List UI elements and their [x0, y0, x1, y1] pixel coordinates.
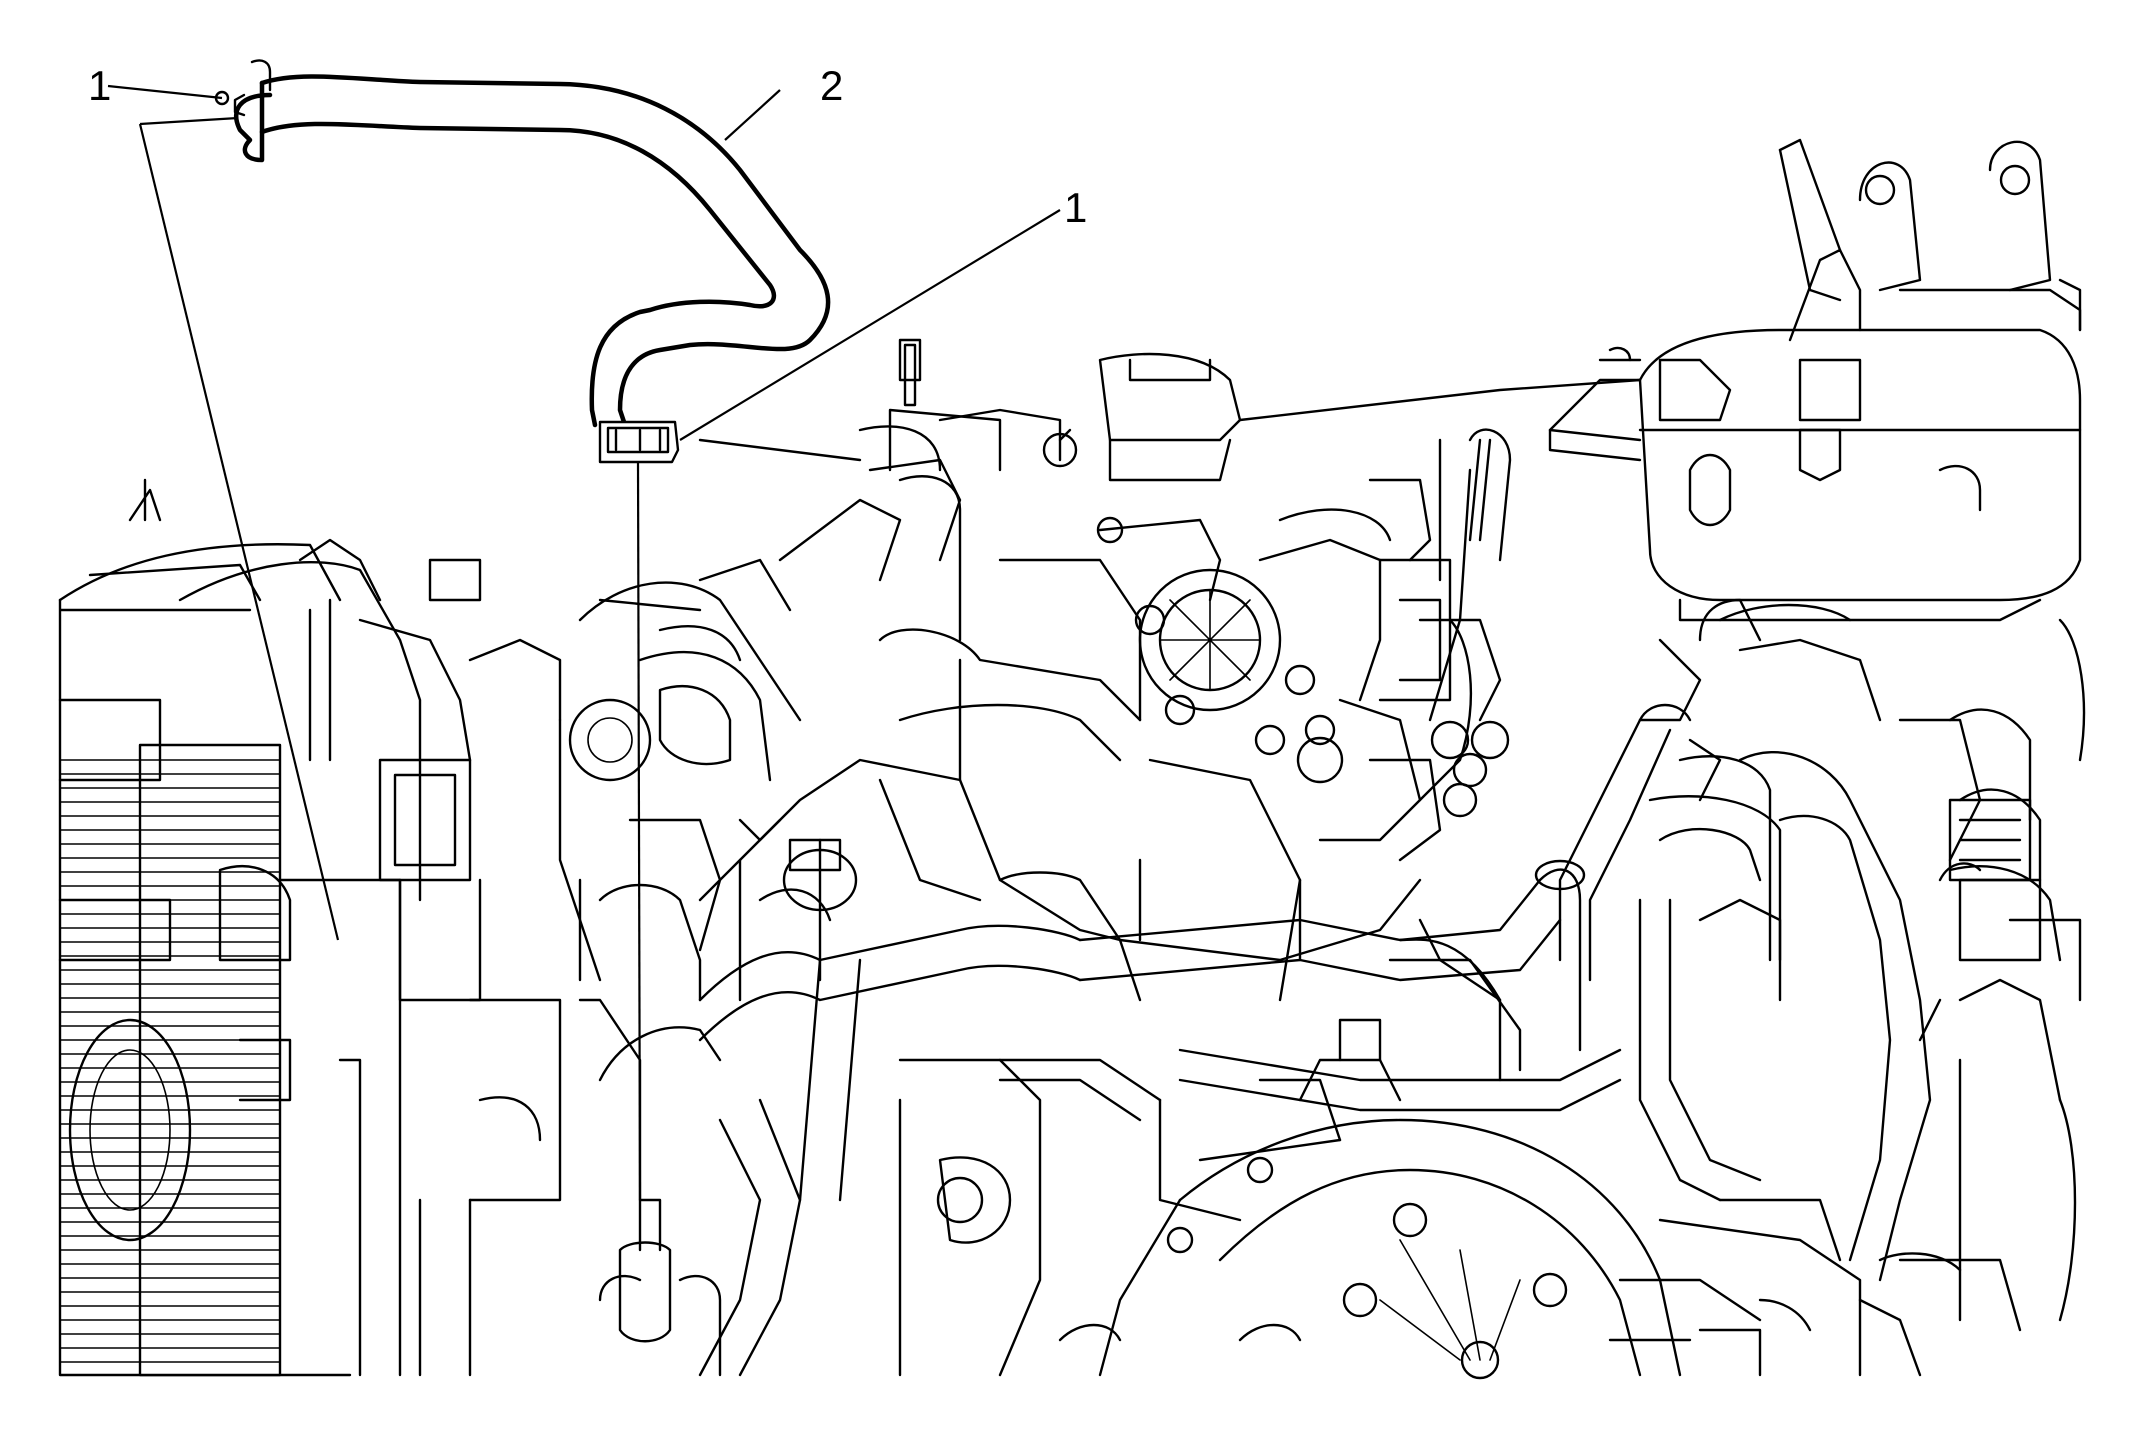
transmission: [898, 978, 2077, 1380]
callout-2: 2: [820, 62, 843, 109]
coolant-hose: [214, 59, 831, 428]
coolant-reservoir: [1548, 138, 2082, 622]
lower-hose-assembly: [578, 818, 782, 1377]
callout-1-lower: 1: [1064, 184, 1087, 231]
callout-1-upper: 1: [88, 62, 111, 109]
fan-shroud: [178, 538, 562, 1377]
engine-block: [558, 408, 1512, 1002]
leader-lines: [107, 84, 1061, 1201]
hose-clamp-lower: [598, 420, 680, 464]
intake-assembly: [698, 338, 1642, 482]
radiator: [58, 478, 402, 1377]
coolant-pipes: [698, 598, 2086, 1377]
